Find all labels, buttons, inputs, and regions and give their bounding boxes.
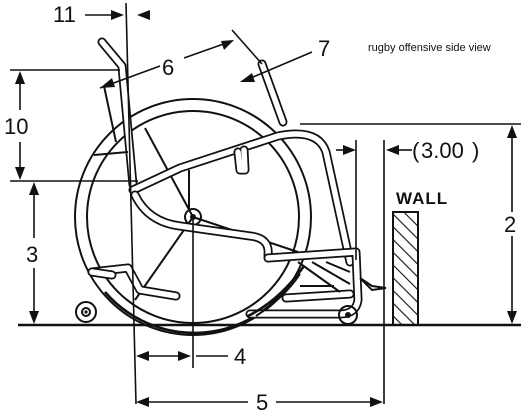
dim-label-5: 5 (256, 390, 268, 413)
dim-label-3: 3 (26, 242, 38, 267)
wall-hatch (392, 211, 419, 326)
dim-label-wall-gap-close: ) (472, 138, 479, 163)
wall (392, 211, 419, 326)
anti-tip-caster (75, 301, 97, 323)
front-caster (338, 305, 358, 325)
dim-label-2: 2 (504, 212, 516, 237)
ref-line-back (125, 2, 137, 405)
dim-label-wall-gap-open: ( (412, 138, 420, 163)
dim-label-10: 10 (4, 114, 28, 139)
wall-label: WALL (396, 189, 448, 208)
dim-label-7: 7 (318, 36, 330, 61)
wheelchair-drawing (74, 37, 387, 336)
view-caption: rugby offensive side view (368, 42, 491, 54)
dim-label-6: 6 (162, 55, 174, 80)
dim-label-4: 4 (234, 344, 246, 369)
dim-label-11: 11 (53, 2, 76, 27)
dim-label-wall-gap: 3.00 (421, 138, 464, 163)
